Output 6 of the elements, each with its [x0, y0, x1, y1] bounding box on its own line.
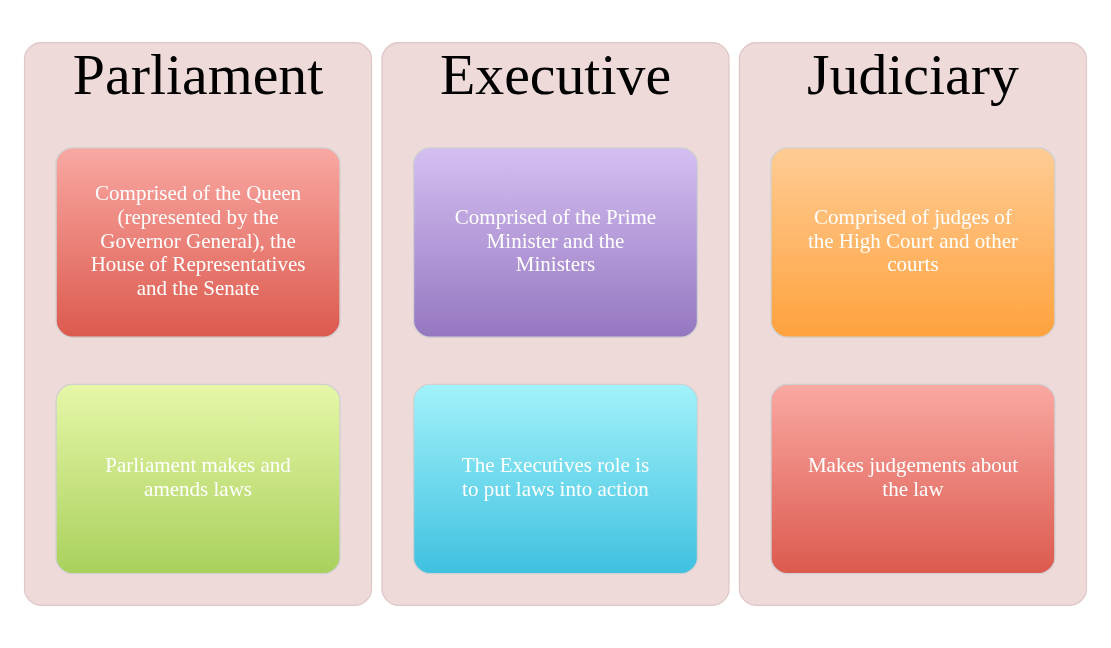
node-box: Parliament makes and amends laws [55, 383, 341, 575]
node-box: Comprised of the Queen (represented by the Governor General), the House of Representatives and the Senate [55, 147, 341, 338]
node-box: Makes judgements about the law [770, 383, 1056, 575]
node-box: The Executives role is to put laws into action [412, 383, 699, 575]
node-box: Comprised of the Prime Minister and the Ministers [412, 147, 699, 338]
node-box: Comprised of judges of the High Court and other courts [770, 147, 1056, 338]
